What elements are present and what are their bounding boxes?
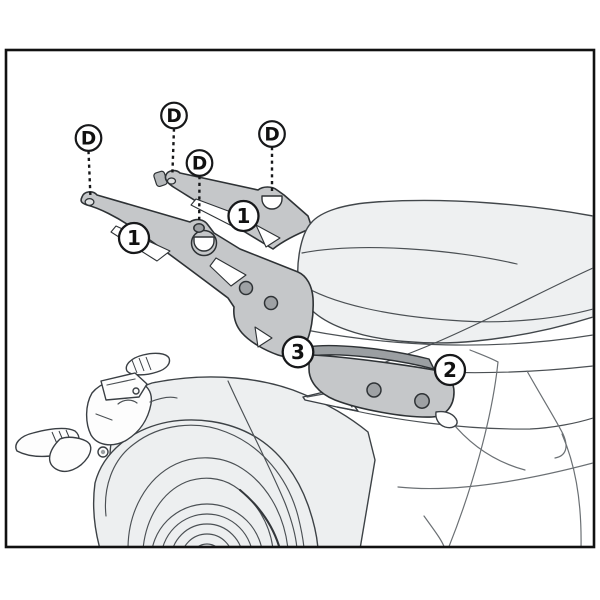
arm-right-tip-hole: [166, 177, 177, 185]
drawing-area: D D D D 1 1: [15, 101, 593, 547]
callout-d1-label: D: [81, 129, 96, 150]
callout-d4: D: [258, 120, 286, 195]
callout-2-label: 2: [443, 358, 457, 382]
callout-3-label: 3: [291, 340, 305, 364]
arm-left-cradle: [193, 236, 215, 252]
seat-shape: [297, 199, 593, 344]
seat: [297, 199, 593, 344]
callout-3: 3: [281, 335, 315, 369]
arm-right-cradle: [261, 195, 283, 210]
callout-d3: D: [185, 149, 214, 223]
seat-crease: [301, 247, 518, 265]
plate-hole-1: [238, 280, 254, 296]
wheel-hub-rings: [152, 503, 262, 547]
tail-crease: [227, 380, 298, 547]
arm-right-slot2: [255, 224, 281, 248]
callout-1-right-label: 1: [237, 204, 251, 228]
rear-fender-wheel: [92, 380, 319, 547]
callout-d2-label: D: [166, 106, 181, 127]
leader-d1: [87, 150, 92, 199]
fender-trailing-edge: [238, 488, 281, 547]
side-bracket: [305, 344, 458, 429]
callout-d1: D: [74, 124, 103, 199]
taillight-lower-lobe: [49, 436, 92, 473]
arm-left-slot2: [209, 257, 247, 287]
arm-left-slot3: [254, 326, 273, 348]
panel-line-3: [321, 402, 593, 430]
frame-border: [4, 48, 596, 549]
seat-lower-line: [298, 282, 593, 323]
panel-line-1: [305, 329, 593, 346]
turnsignal-right-hatch: [131, 356, 152, 374]
taillight-assembly: [15, 352, 178, 473]
callout-2: 2: [433, 353, 467, 387]
side-bracket-lip: [435, 410, 458, 429]
callout-d2: D: [160, 101, 188, 177]
callouts: D D D D 1 1: [74, 101, 467, 387]
arm-left-tip-hole: [84, 197, 95, 207]
plate-hole-2: [263, 295, 279, 311]
callout-d3-label: D: [192, 154, 207, 175]
callout-d4-label: D: [264, 125, 279, 146]
leader-d2: [171, 128, 176, 177]
side-bracket-hole-2: [414, 393, 430, 409]
callout-1-right: 1: [227, 199, 260, 233]
subframe-lines: [397, 349, 593, 547]
tire-outer-arc: [127, 457, 289, 547]
fender-inner-line: [104, 424, 305, 547]
tire-inner-arc: [142, 477, 274, 547]
side-bracket-hole-1: [366, 382, 382, 398]
arm-left-mid-hole: [193, 223, 205, 233]
callout-1-left: 1: [117, 221, 151, 255]
callout-1-left-label: 1: [127, 226, 141, 250]
turnsignal-right: [125, 352, 171, 376]
